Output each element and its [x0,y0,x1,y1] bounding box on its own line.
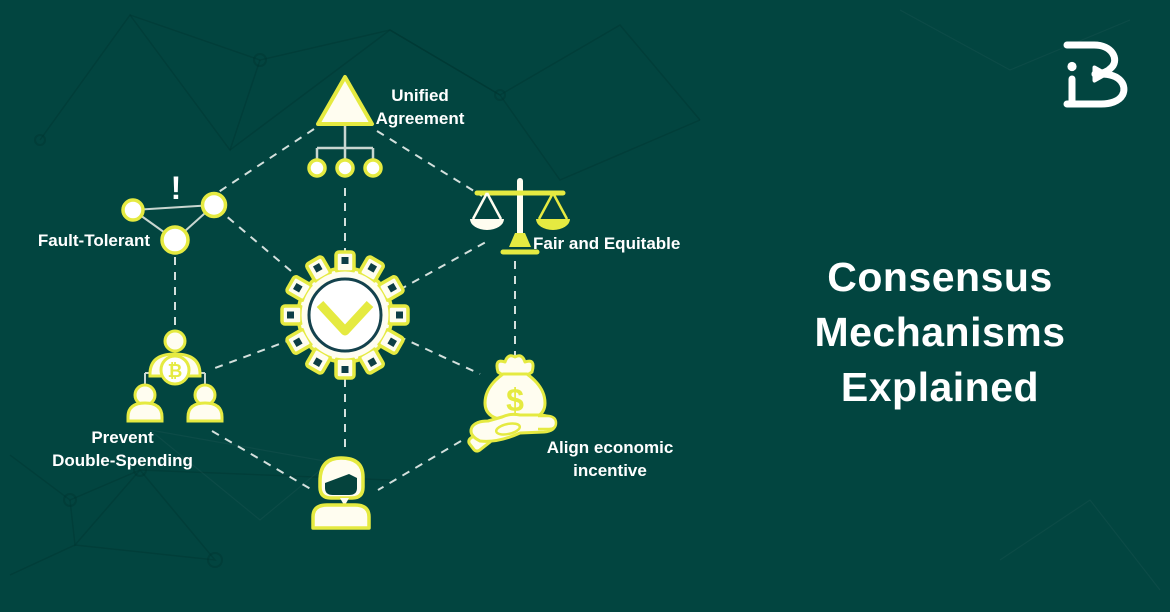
bitcoin-symbol: ₿ [168,361,183,381]
label-line: Fault-Tolerant [37,231,150,250]
dollar-symbol: $ [506,382,524,418]
balance-scale-icon [465,173,575,261]
title-line: Consensus [827,254,1053,300]
hierarchy-triangle-icon [285,74,405,186]
checkmark-glyph [316,300,374,336]
title-line: Explained [840,364,1040,410]
label-align-economic-incentive: Align economic incentive [535,436,685,482]
money-bag-hand-icon: $ [450,345,580,455]
label-prevent-double-spending: Prevent Double-Spending [30,426,215,472]
label-fair-equitable: Fair and Equitable [533,232,680,255]
network-nodes-alert-icon: ! [110,168,240,273]
label-fault-tolerant: Fault-Tolerant [18,229,150,252]
label-line: Align economic [546,438,674,457]
label-line: Double-Spending [52,451,193,470]
label-line: Agreement [375,109,465,128]
group-bitcoin-icon: ₿ [100,318,250,428]
page-title: Consensus Mechanisms Explained [718,250,1162,415]
person-icon [293,443,403,535]
gear-checkmark-icon [280,250,410,380]
label-line: Fair and Equitable [533,234,681,253]
title-line: Mechanisms [814,309,1066,355]
label-line: incentive [573,461,647,480]
label-unified-agreement: Unified Agreement [350,84,490,130]
label-line: Prevent [91,428,154,447]
label-line: Unified [391,86,449,105]
alert-exclamation: ! [171,170,182,206]
brand-logo-icon [1054,28,1138,112]
